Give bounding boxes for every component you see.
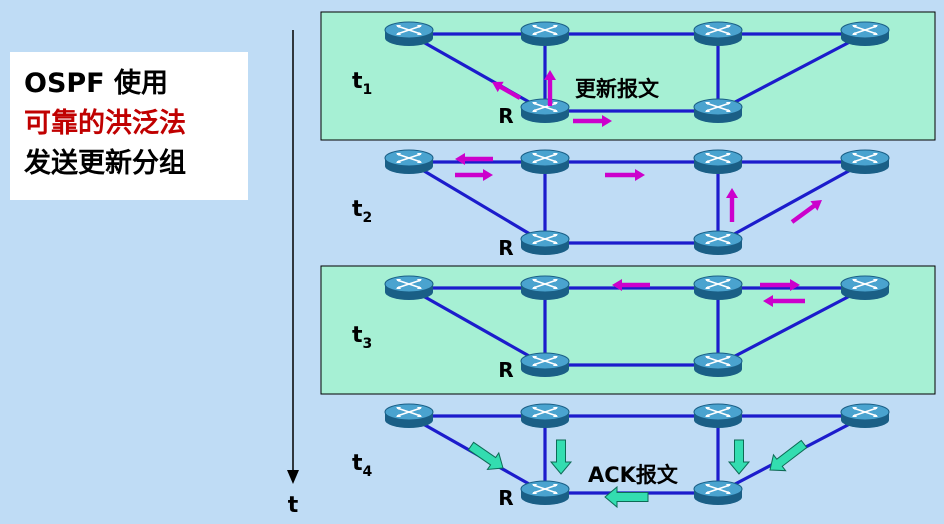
ack-arrow-icon	[769, 439, 808, 472]
time-label: t2	[352, 197, 372, 226]
snapshot-t1: t1R 更新报文	[320, 11, 936, 141]
router-icon	[520, 230, 570, 256]
update-arrow-icon	[455, 169, 493, 181]
time-label: t4	[352, 451, 373, 480]
time-label: t3	[352, 323, 372, 352]
caption-line-3: 发送更新分组	[24, 148, 186, 179]
router-icon	[693, 403, 743, 429]
update-arrow-icon	[492, 81, 522, 100]
network-link	[408, 286, 546, 367]
router-r-label: R	[498, 236, 513, 260]
network-link	[408, 160, 546, 245]
router-icon	[840, 149, 890, 175]
router-icon	[840, 403, 890, 429]
update-arrow-icon	[605, 169, 645, 181]
router-icon	[693, 480, 743, 506]
network-link	[408, 32, 546, 113]
update-arrow-icon	[544, 70, 556, 106]
network-link	[717, 160, 866, 245]
links	[408, 160, 866, 245]
router-icon	[520, 275, 570, 301]
router-icon	[693, 98, 743, 124]
router-r-label: R	[498, 486, 513, 510]
router-icon	[693, 275, 743, 301]
update-message-label: 更新报文	[575, 77, 660, 101]
network-link	[717, 32, 866, 113]
router-icon	[520, 21, 570, 47]
network-link	[717, 286, 866, 367]
router-icon	[384, 149, 434, 175]
ack-arrow-icon	[604, 485, 649, 509]
caption-box: OSPF 使用 可靠的洪泛法 发送更新分组	[10, 52, 248, 200]
router-r-label: R	[498, 358, 513, 382]
router-icon	[693, 352, 743, 378]
update-arrow-icon	[763, 295, 805, 307]
router-icon	[520, 149, 570, 175]
router-r-label: R	[498, 104, 513, 128]
router-icon	[520, 352, 570, 378]
update-arrow-icon	[573, 115, 612, 127]
caption-line-2-highlight: 可靠的洪泛法	[24, 108, 186, 139]
router-icon	[840, 21, 890, 47]
time-label: t1	[352, 69, 372, 98]
snapshot-t4: t4R ACK报文	[352, 403, 890, 510]
ack-message-label: ACK报文	[588, 463, 679, 487]
snapshot-t2: t2R	[352, 149, 890, 260]
router-icon	[693, 230, 743, 256]
update-arrow-icon	[612, 279, 650, 291]
router-icon	[520, 403, 570, 429]
router-icon	[384, 21, 434, 47]
update-arrow-icon	[790, 199, 823, 224]
update-arrow-icon	[760, 279, 800, 291]
router-icon	[693, 21, 743, 47]
router-icon	[520, 480, 570, 506]
router-icon	[384, 403, 434, 429]
ack-arrow-icon	[467, 441, 504, 471]
update-arrow-icon	[455, 153, 493, 165]
router-icon	[693, 149, 743, 175]
ack-arrow-icon	[549, 439, 573, 475]
router-icon	[384, 275, 434, 301]
update-arrow-icon	[726, 188, 738, 222]
ack-arrow-icon	[727, 439, 751, 475]
time-axis-label: t	[288, 493, 299, 518]
router-icon	[520, 98, 570, 124]
caption-line-1: OSPF 使用	[24, 68, 169, 99]
time-axis-arrowhead	[287, 470, 299, 484]
snapshot-t3: t3R	[320, 265, 936, 395]
router-icon	[840, 275, 890, 301]
